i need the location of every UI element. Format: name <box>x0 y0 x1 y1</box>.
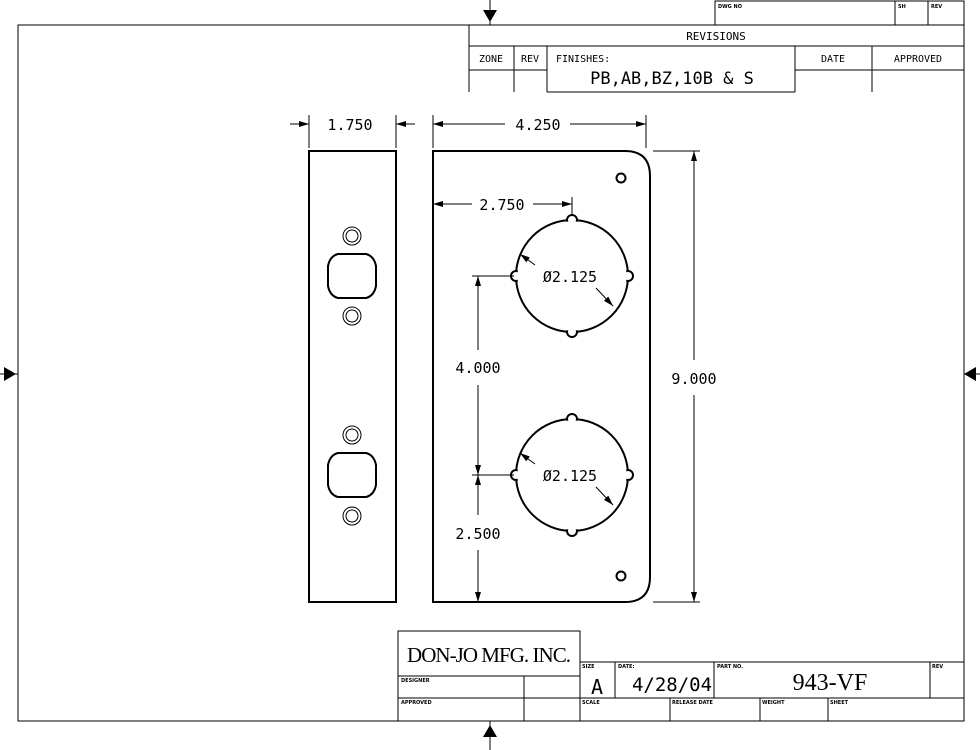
rev-header: REV <box>521 54 539 65</box>
part-no-label: PART NO. <box>717 664 743 670</box>
date-value: 4/28/04 <box>632 674 712 696</box>
date-label: DATE: <box>618 664 634 670</box>
dim-hole-offset: 2.750 <box>479 196 524 214</box>
weight-label: WEIGHT <box>762 700 785 706</box>
dim-bottom-offset: 2.500 <box>455 525 500 543</box>
revisions-title: REVISIONS <box>686 30 746 43</box>
approved-header: APPROVED <box>894 54 942 65</box>
dwg-no-label: DWG NO <box>718 4 742 10</box>
cutout-top <box>327 253 377 299</box>
revisions-table: REVISIONS ZONE REV FINISHES: PB,AB,BZ,10… <box>468 25 964 93</box>
arrow-right-icon <box>4 367 16 381</box>
part-no-value: 943-VF <box>793 670 868 696</box>
arrow-up-icon <box>483 725 497 737</box>
dim-hole-diameter-bottom: Ø2.125 <box>543 467 597 485</box>
dimension-lines: 1.750 4.250 2.750 9.000 4.000 2.500 Ø2.1… <box>290 115 717 603</box>
dim-side-width: 1.750 <box>327 116 372 134</box>
scale-label: SCALE <box>582 700 600 706</box>
size-label: SIZE <box>582 664 595 670</box>
rev-label: REV <box>931 4 942 10</box>
date-header: DATE <box>821 54 845 65</box>
arrow-down-icon <box>483 10 497 22</box>
designer-label: DESIGNER <box>401 678 430 684</box>
title-block: DON-JO MFG. INC. DESIGNER APPROVED SIZE … <box>397 630 964 722</box>
dwg-no-block: DWG NO SH REV <box>714 0 965 26</box>
side-plate-view <box>308 150 397 603</box>
company-name: DON-JO MFG. INC. <box>407 643 571 667</box>
release-date-label: RELEASE DATE <box>672 700 714 706</box>
sh-label: SH <box>898 4 906 10</box>
arrow-left-icon <box>964 367 976 381</box>
cutout-bottom <box>327 452 377 498</box>
dim-hole-spacing: 4.000 <box>455 359 500 377</box>
dim-hole-diameter-top: Ø2.125 <box>543 268 597 286</box>
zone-header: ZONE <box>479 54 503 65</box>
approved-label: APPROVED <box>401 700 432 706</box>
finishes-value: PB,AB,BZ,10B & S <box>590 69 754 89</box>
sheet-label: SHEET <box>830 700 849 706</box>
rev-label: REV <box>932 664 943 670</box>
dim-plate-height: 9.000 <box>671 370 716 388</box>
dim-plate-width: 4.250 <box>515 116 560 134</box>
main-plate-view <box>432 150 651 603</box>
finishes-header: FINISHES: <box>556 54 610 65</box>
size-value: A <box>591 675 603 699</box>
